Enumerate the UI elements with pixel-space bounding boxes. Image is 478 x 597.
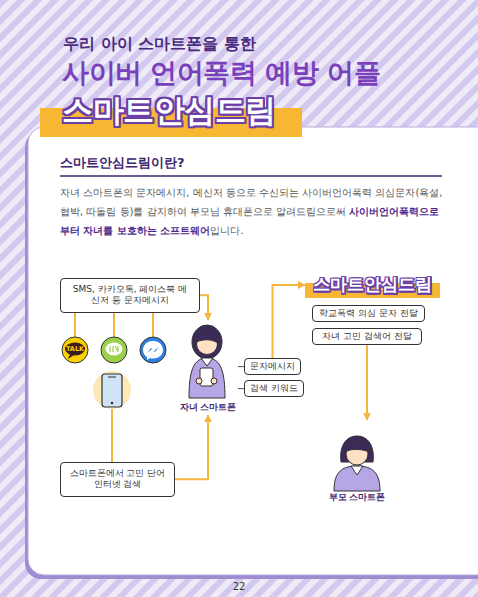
app-band: 스마트안심드림 (305, 272, 440, 298)
messenger-icon (140, 337, 166, 363)
heading-rule (60, 175, 442, 177)
icon-label: TALK (63, 345, 87, 353)
output-box: 학교폭력 의심 문자 전달 (312, 305, 425, 322)
page-title: 사이버 언어폭력 예방 어플 (62, 55, 380, 91)
node-text: 문자메시지 (250, 361, 295, 372)
kakaotalk-icon (62, 337, 88, 363)
subtitle: 우리 아이 스마트폰을 통한 (63, 34, 256, 55)
child-figure (189, 325, 225, 398)
node-text: SMS, 카카오톡, 페이스북 메신저 등 문자메시지 (69, 284, 191, 307)
parent-node: 부모 스마트폰 (325, 420, 389, 505)
source-box: 스마트폰에서 고민 단어 인터넷 검색 (60, 462, 175, 497)
flow-connector (366, 345, 368, 420)
node-text: 스마트안심드림 (313, 273, 432, 296)
data-box: 검색 키워드 (244, 380, 304, 397)
phone-icon (93, 371, 131, 409)
content-card (28, 127, 478, 575)
node-text: 검색 키워드 (250, 383, 298, 394)
node-text: 자녀 스마트폰 (180, 402, 237, 414)
parent-figure (334, 436, 380, 491)
child-node: 자녀 스마트폰 (178, 320, 238, 415)
data-box: 문자메시지 (244, 358, 301, 375)
node-text: 자녀 고민 검색어 전달 (319, 331, 415, 342)
brand-title: 스마트안심드림 (62, 90, 276, 132)
flow-connector (273, 285, 306, 358)
output-box: 자녀 고민 검색어 전달 (312, 328, 422, 345)
page-number: 22 (229, 581, 249, 592)
node-text: 부모 스마트폰 (329, 492, 386, 504)
icon-leads (75, 300, 153, 470)
body-text: 입니다. (210, 225, 243, 236)
flow-connector (200, 295, 208, 320)
flow-connector (175, 415, 208, 479)
node-text: 학교폭력 의심 문자 전달 (319, 308, 418, 319)
line-icon (101, 337, 127, 363)
section-heading: 스마트안심드림이란? (60, 154, 185, 172)
node-text: 스마트폰에서 고민 단어 인터넷 검색 (69, 468, 166, 491)
source-box: SMS, 카카오톡, 페이스북 메신저 등 문자메시지 (60, 278, 200, 313)
description-paragraph: 자녀 스마트폰의 문자메시지, 메신저 등으로 수신되는 사이버언어폭력 의심문… (60, 183, 444, 240)
